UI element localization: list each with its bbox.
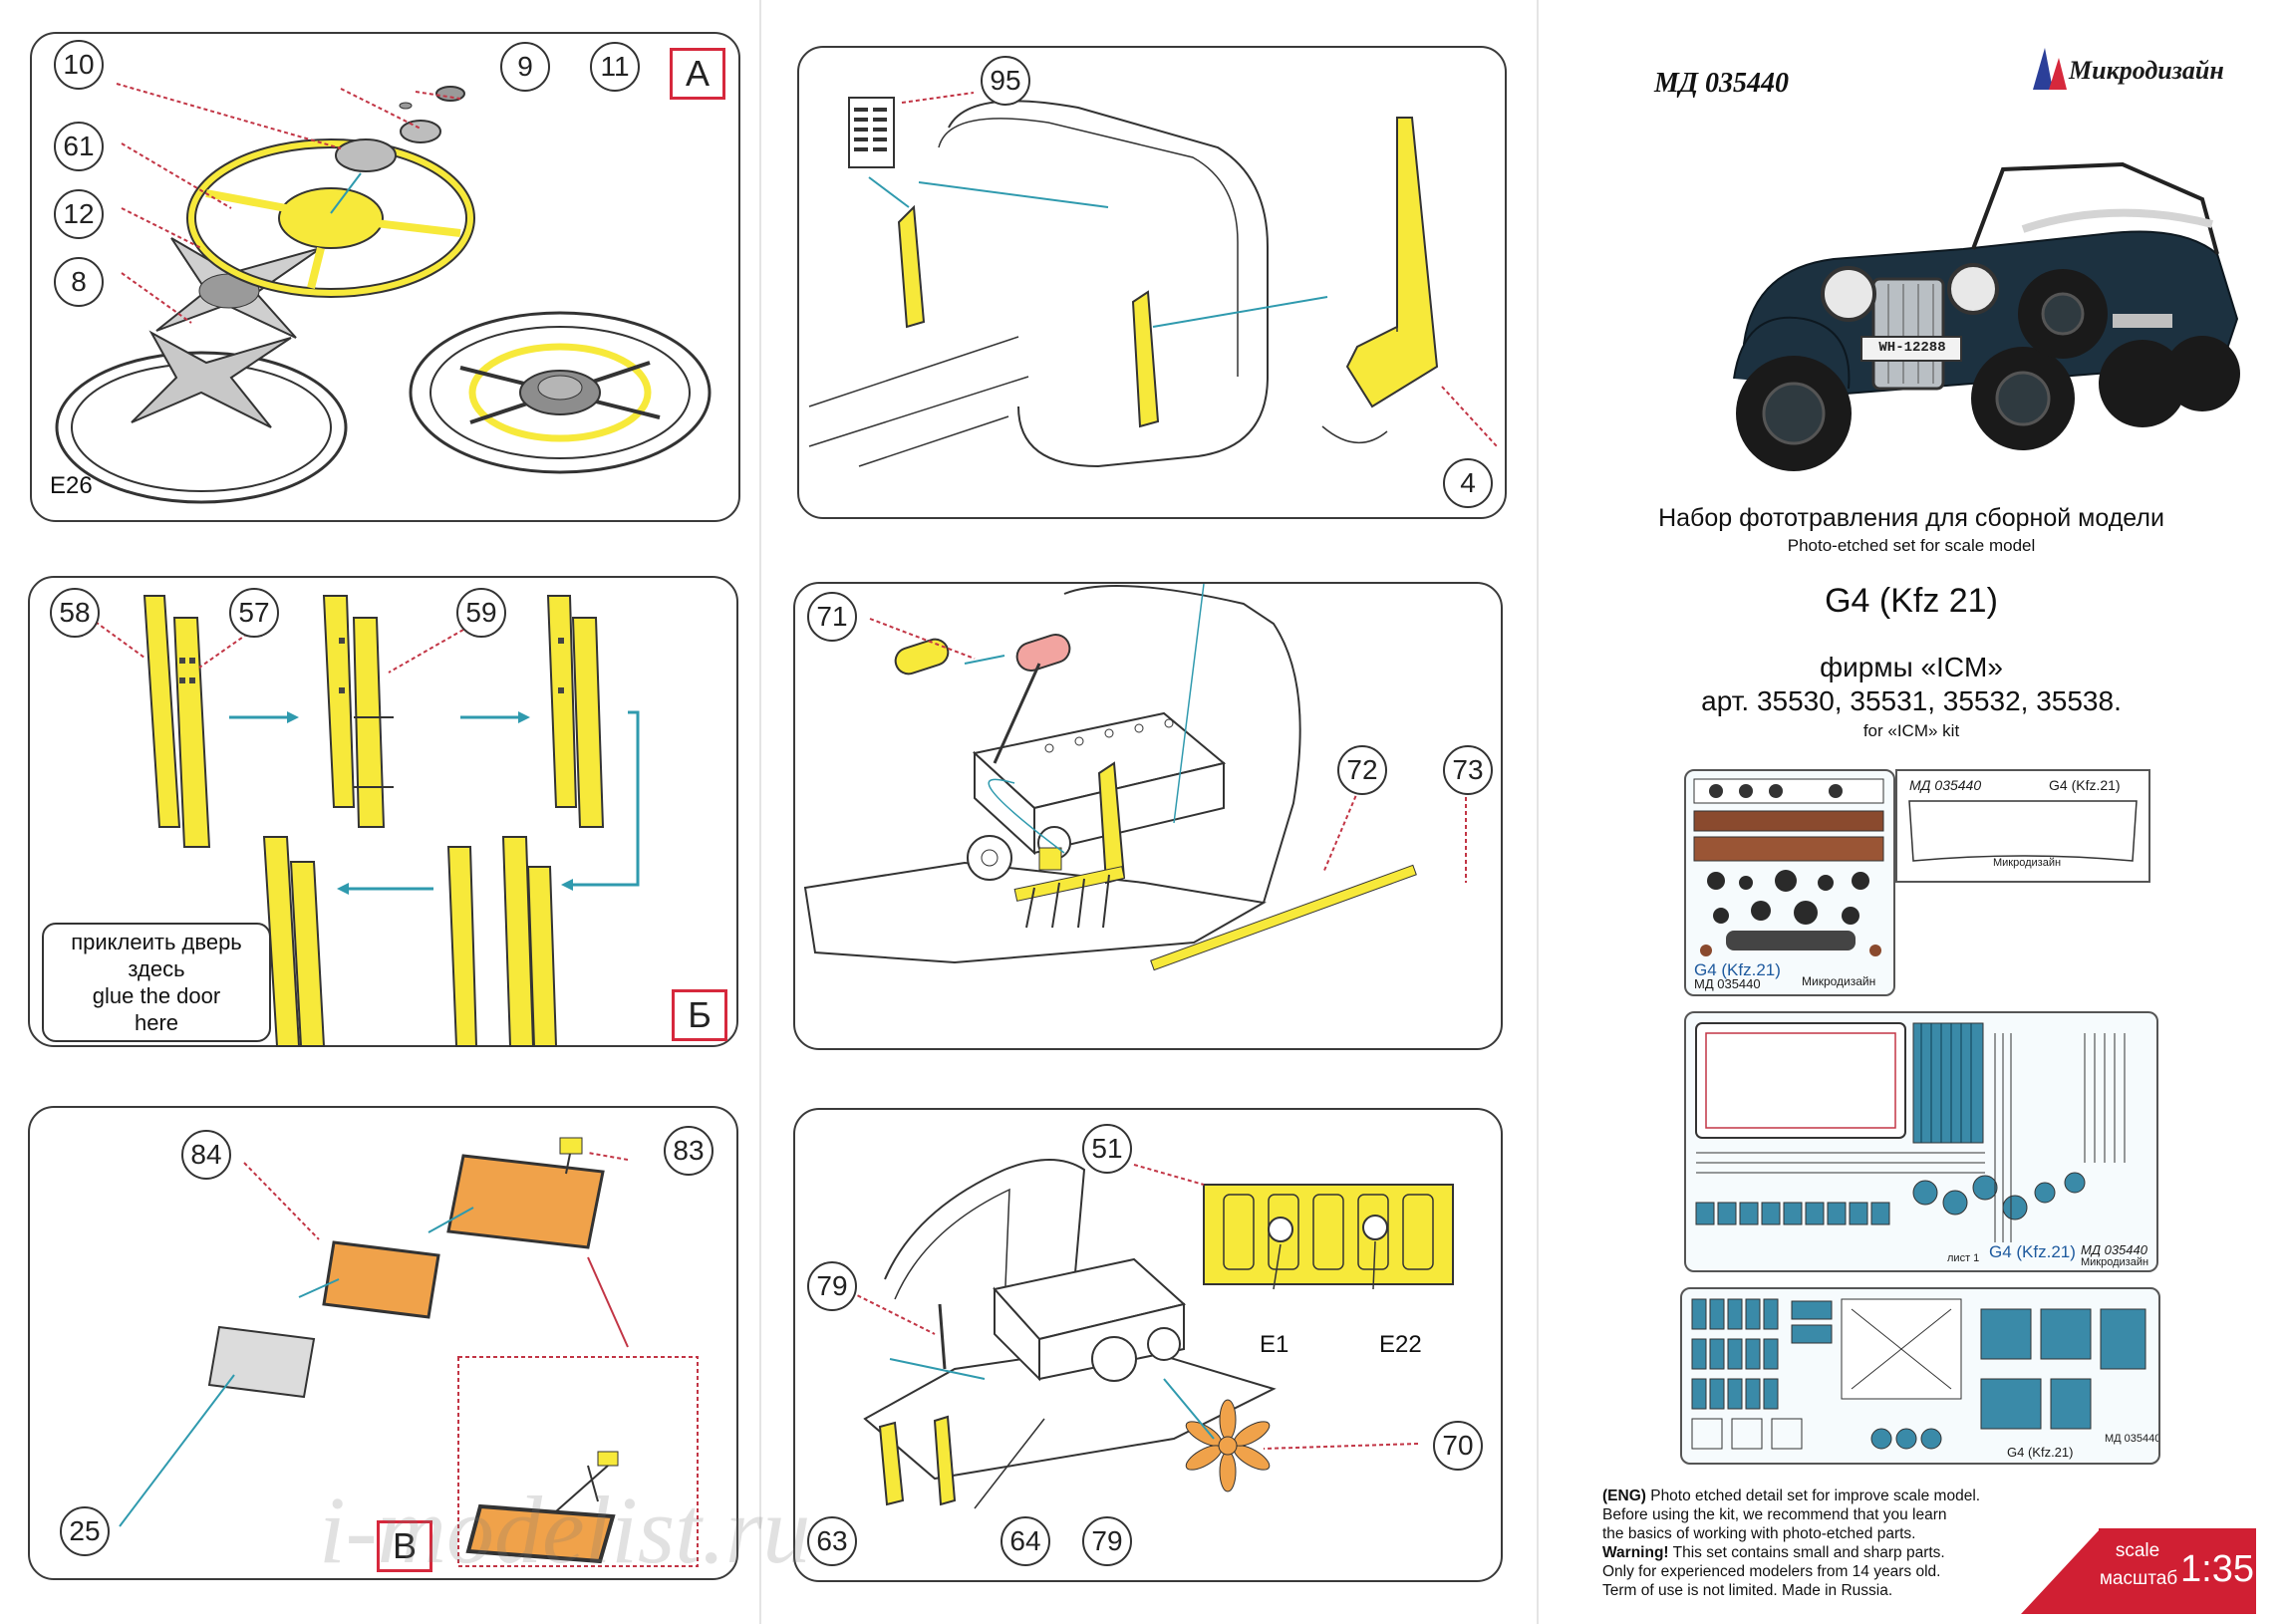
- panel-e-drawing: [803, 584, 1467, 971]
- windscreen-outline: [1908, 800, 2138, 862]
- sheet2-model: G4 (Kfz.21): [2049, 777, 2121, 793]
- fret-sheet-windscreen: МД 035440 G4 (Kfz.21) Микродизайн: [1895, 769, 2150, 883]
- sheet2-code: МД 035440: [1909, 777, 1982, 793]
- step-tag-b: Б: [672, 989, 727, 1041]
- sheet1-brand: Микродизайн: [1802, 974, 1876, 988]
- fret-label-e26: E26: [50, 472, 93, 499]
- fold-line-left: [759, 0, 761, 1624]
- product-code: МД 035440: [1654, 68, 1790, 99]
- info-line-3: the basics of working with photo-etched …: [1602, 1525, 1916, 1542]
- callout-part-9: 9: [500, 42, 550, 92]
- callout-part-11: 11: [590, 42, 640, 92]
- step-tag-c: В: [377, 1520, 432, 1572]
- title-ru: Набор фототравления для сборной модели: [1658, 504, 2164, 532]
- info-line-1: (ENG) Photo etched detail set for improv…: [1602, 1487, 2001, 1505]
- panel-step-b: 58 57 59 приклеить дверь здесь glue the …: [28, 576, 738, 1047]
- callout-part-95: 95: [981, 56, 1030, 106]
- callout-part-79-bottom: 79: [1082, 1516, 1132, 1566]
- panel-door-95: 95 4: [797, 46, 1507, 519]
- scale-label-ru: масштаб: [2099, 1568, 2178, 1589]
- car-illustration: [1733, 161, 2240, 471]
- car-photo: WH-12288: [1644, 130, 2252, 478]
- info-line-6: Term of use is not limited. Made in Russ…: [1602, 1582, 1893, 1599]
- dashboard-fret-drawing: [1693, 778, 1884, 956]
- kit-articles: арт. 35530, 35531, 35532, 35538.: [1701, 685, 2122, 716]
- license-plate: WH-12288: [1878, 340, 1946, 356]
- sheet1-code: МД 035440: [1694, 976, 1761, 991]
- callout-part-10: 10: [54, 40, 104, 90]
- callout-part-25: 25: [60, 1506, 110, 1556]
- sheet3-brand: Микродизайн: [2081, 1256, 2149, 1268]
- callout-part-83: 83: [664, 1126, 714, 1176]
- brand-name: Микродизайн: [2069, 56, 2224, 85]
- sheet4-model: G4 (Kfz.21): [2007, 1445, 2074, 1460]
- info-line-4: Warning! This set contains small and sha…: [1602, 1543, 2001, 1562]
- fret-sheet-main-2: G4 (Kfz.21) МД 035440: [1680, 1287, 2160, 1465]
- sheet2-brand: Микродизайн: [1993, 857, 2062, 869]
- scale-badge: scale масштаб 1:35: [2099, 1528, 2256, 1614]
- callout-part-71: 71: [807, 592, 857, 642]
- panel-engine-bay: 71 72 73: [793, 582, 1503, 1050]
- callout-part-63: 63: [807, 1516, 857, 1566]
- sheet3-code: МД 035440: [2081, 1242, 2147, 1257]
- label-e22: E22: [1379, 1331, 1422, 1358]
- info-lead: (ENG): [1602, 1488, 1646, 1504]
- sheet3-model: G4 (Kfz.21): [1989, 1242, 2076, 1261]
- fold-line-right: [1537, 0, 1539, 1624]
- callout-part-64: 64: [1000, 1516, 1050, 1566]
- main-fret-2-drawing: [1691, 1298, 2146, 1450]
- panel-f-drawing: [844, 1159, 1454, 1509]
- info-line-5: Only for experienced modelers from 14 ye…: [1602, 1563, 1941, 1580]
- callout-part-59: 59: [456, 588, 506, 638]
- info-warning: Warning!: [1602, 1544, 1669, 1561]
- callout-part-8: 8: [54, 257, 104, 307]
- note-line-en-1: glue the door: [92, 983, 221, 1008]
- label-e1: E1: [1260, 1331, 1289, 1358]
- fret-sheet-main-1: G4 (Kfz.21) МД 035440 Микродизайн лист 1: [1684, 1011, 2158, 1272]
- note-line-ru-1: приклеить дверь: [71, 930, 242, 954]
- callout-part-70: 70: [1433, 1421, 1483, 1471]
- callout-part-4: 4: [1443, 458, 1493, 508]
- kit-note: for «ICM» kit: [1862, 721, 1960, 740]
- panel-step-c: 84 83 25 В: [28, 1106, 738, 1580]
- sheet3-sheet-number: лист 1: [1947, 1252, 1980, 1264]
- panel-d-drawing: [808, 92, 1498, 468]
- callout-part-73: 73: [1443, 745, 1493, 795]
- callout-part-84: 84: [181, 1130, 231, 1180]
- info-line-2: Before using the kit, we recommend that …: [1602, 1506, 1947, 1523]
- main-fret-1-drawing: [1695, 1022, 2126, 1242]
- brand-logo: Микродизайн: [2023, 44, 2242, 94]
- title-en: Photo-etched set for scale model: [1787, 536, 2036, 555]
- panel-b-drawing: [89, 595, 640, 1047]
- info-line-4-text: This set contains small and sharp parts.: [1668, 1544, 1945, 1561]
- callout-part-72: 72: [1337, 745, 1387, 795]
- callout-part-12: 12: [54, 189, 104, 239]
- fret-sheet-dashboard: G4 (Kfz.21) МД 035440 Микродизайн: [1684, 769, 1895, 996]
- note-line-en-2: here: [134, 1010, 179, 1035]
- panel-a-drawing: [55, 83, 712, 504]
- watermark: i-modelist.ru: [319, 1477, 811, 1583]
- kit-firm: фирмы «ICM»: [1820, 652, 2003, 682]
- scale-value: 1:35: [2180, 1548, 2254, 1590]
- panel-c-drawing: [119, 1137, 699, 1567]
- info-line-1-text: Photo etched detail set for improve scal…: [1645, 1488, 1981, 1504]
- sheet4-code: МД 035440: [2105, 1433, 2160, 1445]
- callout-part-51: 51: [1082, 1124, 1132, 1174]
- info-text: (ENG) Photo etched detail set for improv…: [1602, 1487, 2001, 1600]
- scale-label-en: scale: [2115, 1540, 2160, 1561]
- callout-part-79-top: 79: [807, 1261, 857, 1311]
- callout-part-57: 57: [229, 588, 279, 638]
- scale-badge-ramp: [2021, 1528, 2101, 1614]
- panel-engine-plates: 51 79 70 63 64 79 E1 E22: [793, 1108, 1503, 1582]
- note-line-ru-2: здесь: [128, 956, 185, 981]
- panel-step-a: 10 9 11 61 12 8 А E26: [30, 32, 740, 522]
- sheet1-model: G4 (Kfz.21): [1694, 960, 1781, 979]
- callout-part-61: 61: [54, 122, 104, 171]
- callout-part-58: 58: [50, 588, 100, 638]
- step-tag-a: А: [670, 48, 725, 100]
- model-name: G4 (Kfz 21): [1825, 582, 1998, 620]
- glue-door-note: приклеить дверь здесь glue the door here: [42, 923, 271, 1042]
- brand-mark-icon: [2033, 48, 2067, 90]
